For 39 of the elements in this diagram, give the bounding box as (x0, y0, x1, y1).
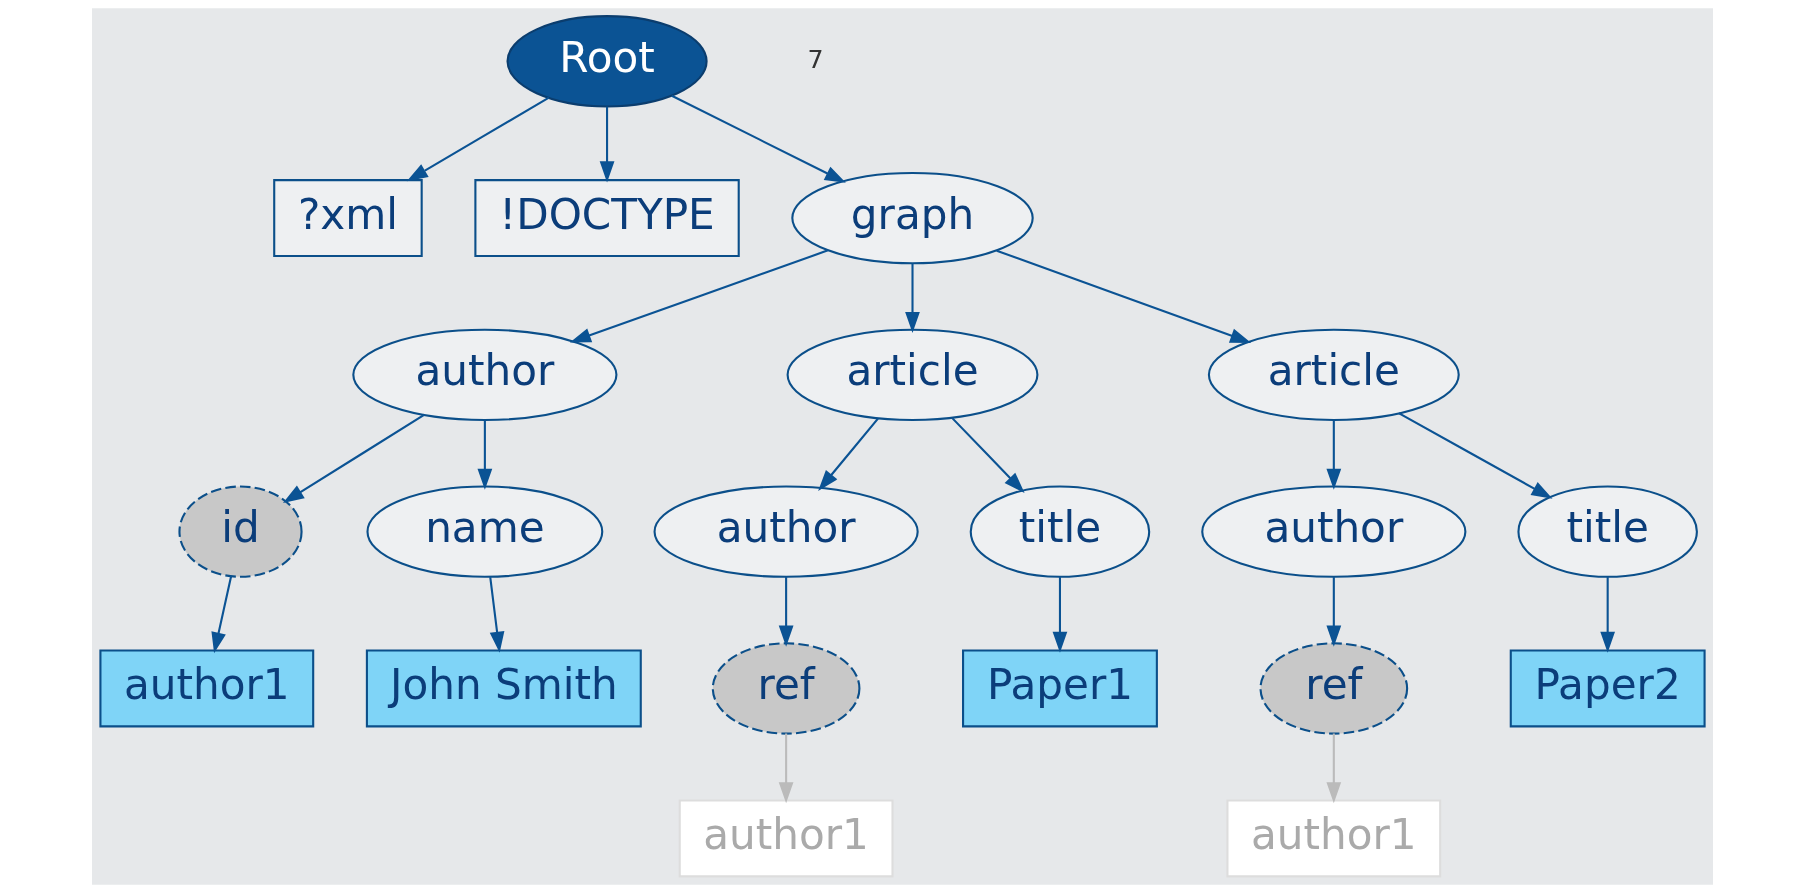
node-box: author1 (1225, 799, 1441, 878)
arrow (1052, 577, 1067, 653)
node-ellipse: article (786, 328, 1038, 422)
arrow (406, 96, 549, 182)
node-ellipse: ref (1258, 642, 1408, 735)
arrow (1397, 412, 1553, 499)
node-ellipse: name (365, 485, 603, 578)
node-box: ?xml (272, 179, 423, 258)
arrow (950, 417, 1025, 493)
node-box: !DOCTYPE (473, 179, 740, 258)
node-box: Paper2 (1509, 649, 1706, 728)
arrow (488, 576, 504, 653)
arrow (1325, 733, 1341, 804)
node-ellipse: ref (711, 642, 860, 735)
arrow (1325, 420, 1341, 490)
node-box: John Smith (365, 649, 642, 728)
arrow (477, 420, 492, 490)
node-box: author1 (678, 799, 894, 878)
node-box: Paper1 (961, 649, 1158, 728)
node-ellipse: author (1200, 485, 1466, 578)
arrow (904, 263, 920, 334)
node-box: author1 (98, 649, 314, 728)
node-ellipse: Root (505, 15, 708, 108)
arrow (210, 576, 232, 654)
node-ellipse: graph (790, 171, 1034, 265)
node-ellipse: title (1516, 485, 1698, 578)
arrow (1599, 577, 1615, 653)
arrow (995, 249, 1251, 343)
arrow (778, 577, 793, 647)
node-ellipse: title (969, 485, 1150, 578)
arrow (817, 418, 879, 491)
node-ellipse: author (653, 485, 919, 578)
arrow (569, 249, 828, 343)
arrow (599, 106, 614, 183)
label: 7 (807, 44, 824, 74)
arrow (670, 94, 846, 183)
arrow (1325, 577, 1341, 647)
arrow (282, 413, 425, 504)
arrow (778, 733, 793, 804)
